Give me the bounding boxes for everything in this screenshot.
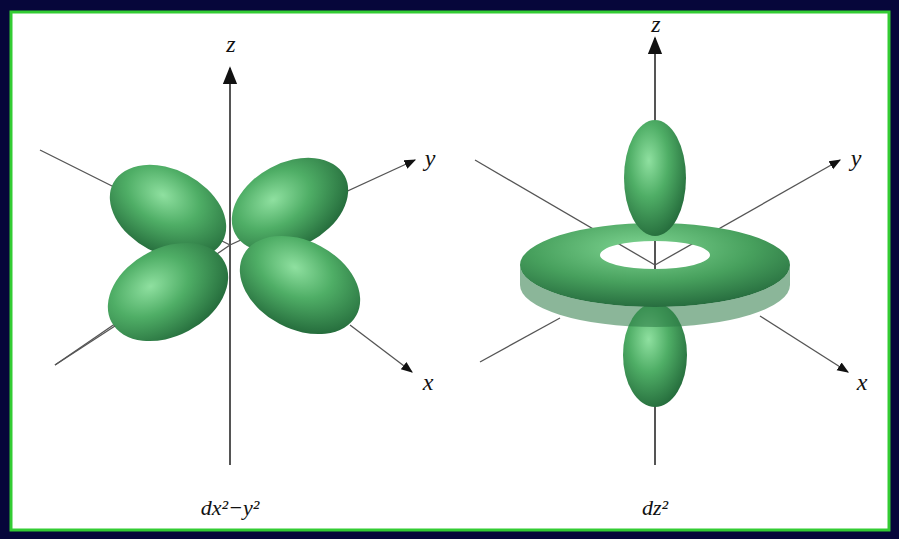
orbital-caption: dz² [642,497,668,519]
orbital-lobe [624,120,686,236]
orbital-caption: dx²−y² [201,497,260,519]
y-axis-front [55,326,115,365]
axis-label: x [423,370,434,394]
panel [11,12,889,530]
x-axis [760,316,848,372]
y-axis-front [480,318,560,362]
axis-label: x [857,370,868,394]
dx2-y2-orbital [40,68,415,465]
axis-label: z [651,12,660,36]
axis-label: y [425,146,436,170]
torus-shade [520,265,790,327]
z-axis [229,68,231,465]
axis-label: y [851,146,862,170]
x-axis [350,325,412,372]
orbital-lobe [223,216,377,354]
dz2-orbital [475,38,848,465]
axis-label: z [226,32,235,56]
orbital-lobe [91,223,245,361]
